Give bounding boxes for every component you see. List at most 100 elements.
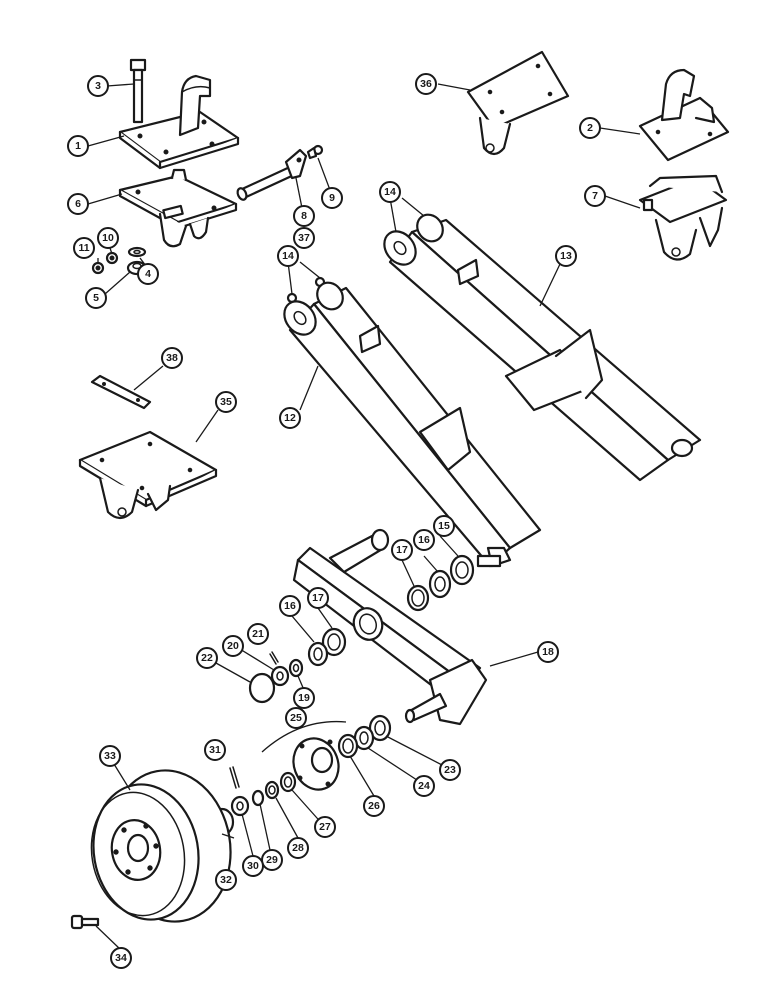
part-9-clip <box>306 144 324 160</box>
part-21-cotter-pin <box>269 651 279 665</box>
callout-10: 10 <box>97 227 119 249</box>
part-16-bearing-lower <box>307 641 329 667</box>
svg-text:19: 19 <box>298 692 310 704</box>
part-13-frame-beam <box>383 213 702 482</box>
svg-text:13: 13 <box>560 250 572 262</box>
callout-28: 28 <box>287 837 309 859</box>
callout-25: 25 <box>285 707 307 729</box>
part-3-bolt <box>129 58 147 124</box>
callout-26: 26 <box>363 795 385 817</box>
part-25-group-bracket <box>261 720 347 753</box>
svg-text:5: 5 <box>93 292 99 304</box>
part-29-washer <box>251 789 265 807</box>
svg-text:21: 21 <box>252 628 264 640</box>
callout-33: 33 <box>99 745 121 767</box>
callout-20: 20 <box>222 635 244 657</box>
svg-text:35: 35 <box>220 396 232 408</box>
part-7-mounting-bracket <box>638 174 728 261</box>
callout-16-lower: 16 <box>279 595 301 617</box>
callout-32: 32 <box>215 869 237 891</box>
svg-text:3: 3 <box>95 80 101 92</box>
svg-text:15: 15 <box>438 520 450 532</box>
callout-13: 13 <box>555 245 577 267</box>
callout-4: 4 <box>137 263 159 285</box>
part-16-bearing <box>428 569 452 599</box>
svg-text:29: 29 <box>266 854 278 866</box>
callout-9: 9 <box>321 187 343 209</box>
part-34-wheel-bolt <box>70 914 100 930</box>
svg-text:6: 6 <box>75 198 81 210</box>
part-26-cup <box>337 733 359 759</box>
svg-text:1: 1 <box>75 140 81 152</box>
part-20-castle-nut <box>270 665 290 687</box>
svg-text:18: 18 <box>542 646 554 658</box>
svg-text:33: 33 <box>104 750 116 762</box>
part-15-seal <box>449 554 475 586</box>
svg-text:25: 25 <box>290 712 302 724</box>
svg-text:36: 36 <box>420 78 432 90</box>
part-31-cotter-pin <box>229 766 240 789</box>
callout-16-upper: 16 <box>413 529 435 551</box>
svg-text:8: 8 <box>301 210 307 222</box>
svg-text:14: 14 <box>384 186 396 198</box>
part-23-seal <box>368 714 392 742</box>
callout-19: 19 <box>293 687 315 709</box>
callout-21: 21 <box>247 623 269 645</box>
svg-text:20: 20 <box>227 640 239 652</box>
callout-34: 34 <box>110 947 132 969</box>
callout-6: 6 <box>67 193 89 215</box>
callout-36: 36 <box>415 73 437 95</box>
leader-lines <box>87 83 641 951</box>
callout-7: 7 <box>584 185 606 207</box>
svg-text:16: 16 <box>418 534 430 546</box>
callout-17-upper: 17 <box>391 539 413 561</box>
svg-text:4: 4 <box>145 268 151 280</box>
part-30-castle-nut <box>230 795 250 817</box>
callout-15-upper: 15 <box>433 515 455 537</box>
svg-text:9: 9 <box>329 192 335 204</box>
callout-29: 29 <box>261 849 283 871</box>
svg-text:12: 12 <box>284 412 296 424</box>
svg-text:11: 11 <box>78 242 89 254</box>
svg-text:27: 27 <box>319 821 331 833</box>
callout-27: 27 <box>314 816 336 838</box>
part-1-hitch-bracket <box>118 74 240 170</box>
callout-31: 31 <box>204 739 226 761</box>
part-35-base-bracket <box>78 430 218 520</box>
svg-text:16: 16 <box>284 600 296 612</box>
svg-text:23: 23 <box>444 764 456 776</box>
callout-24: 24 <box>413 775 435 797</box>
part-33-wheel-rim <box>90 769 232 923</box>
part-19-washer <box>288 658 304 678</box>
svg-text:32: 32 <box>220 874 232 886</box>
callout-30: 30 <box>242 855 264 877</box>
svg-text:34: 34 <box>115 952 127 964</box>
svg-text:24: 24 <box>418 780 430 792</box>
part-22-dust-cap <box>248 672 276 704</box>
callout-37: 37 <box>293 227 315 249</box>
svg-text:17: 17 <box>396 544 408 556</box>
part-6-mounting-plate <box>118 168 238 248</box>
part-38-strap <box>90 374 152 410</box>
part-12-frame-beam <box>283 281 542 568</box>
part-8-pin <box>236 148 308 201</box>
part-28-bearing <box>264 780 280 800</box>
part-2-bracket-spout <box>638 68 730 162</box>
callout-3: 3 <box>87 75 109 97</box>
part-11-nut <box>91 261 105 275</box>
svg-text:10: 10 <box>102 232 114 244</box>
part-17-cup-lower <box>321 627 347 657</box>
part-18-axle-arm <box>292 528 488 726</box>
callout-23: 23 <box>439 759 461 781</box>
svg-text:31: 31 <box>209 744 221 756</box>
part-27-cup <box>279 771 297 793</box>
svg-text:22: 22 <box>201 652 213 664</box>
callout-5: 5 <box>85 287 107 309</box>
callout-14-lower: 14 <box>277 245 299 267</box>
svg-text:30: 30 <box>247 860 259 872</box>
callout-14-upper: 14 <box>379 181 401 203</box>
svg-text:26: 26 <box>368 800 380 812</box>
callout-38: 38 <box>161 347 183 369</box>
